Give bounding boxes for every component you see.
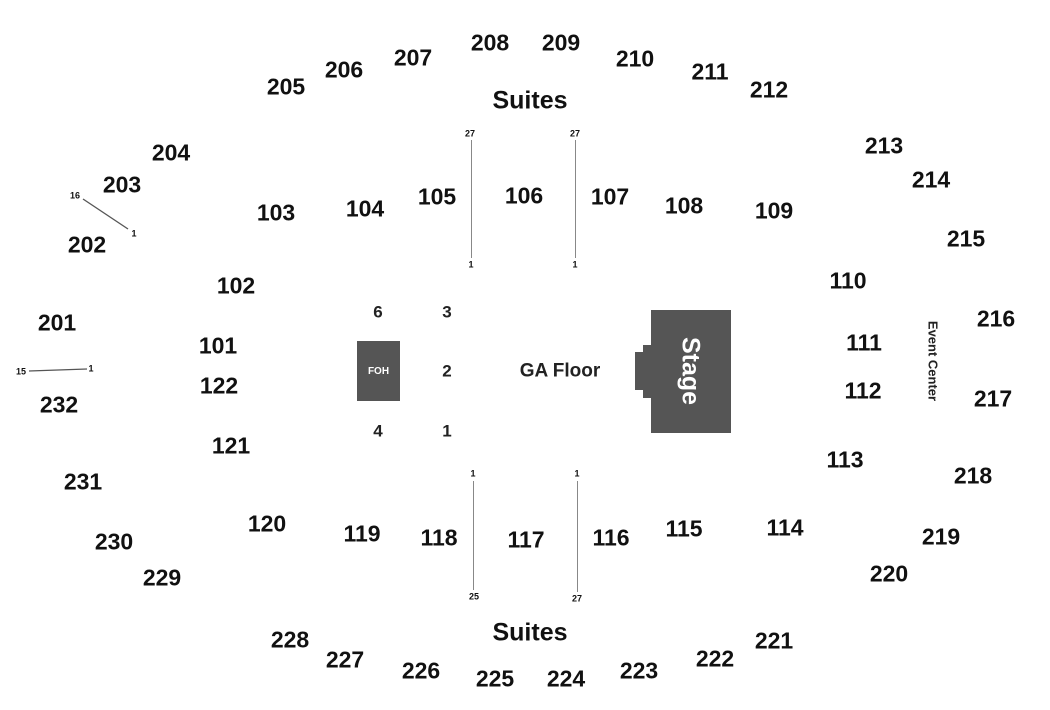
section-227[interactable]: 227 — [325, 646, 365, 673]
pit-4[interactable]: 4 — [373, 421, 383, 441]
section-218[interactable]: 218 — [953, 462, 993, 489]
section-105[interactable]: 105 — [417, 183, 457, 210]
divider-bottom-right — [577, 481, 578, 592]
section-108[interactable]: 108 — [664, 192, 704, 219]
section-212[interactable]: 212 — [749, 76, 789, 103]
section-205[interactable]: 205 — [266, 73, 306, 100]
section-224[interactable]: 224 — [546, 665, 586, 692]
section-206[interactable]: 206 — [324, 56, 364, 83]
section-202[interactable]: 202 — [67, 231, 107, 258]
section-109[interactable]: 109 — [754, 197, 794, 224]
section-201[interactable]: 201 — [37, 309, 77, 336]
section-210[interactable]: 210 — [615, 45, 655, 72]
section-216[interactable]: 216 — [976, 305, 1016, 332]
row-label: 1 — [468, 259, 474, 270]
section-116[interactable]: 116 — [592, 524, 630, 551]
section-228[interactable]: 228 — [270, 626, 310, 653]
foh-label: FOH — [367, 365, 390, 377]
section-231[interactable]: 231 — [63, 468, 103, 495]
section-112[interactable]: 112 — [844, 377, 882, 404]
section-211[interactable]: 211 — [691, 58, 729, 85]
section-113[interactable]: 113 — [826, 446, 864, 473]
divider-top-right — [575, 140, 576, 258]
section-101[interactable]: 101 — [198, 332, 238, 359]
divider-bottom-left — [473, 481, 474, 590]
section-209[interactable]: 209 — [541, 29, 581, 56]
row-label: 27 — [464, 128, 476, 139]
section-220[interactable]: 220 — [869, 560, 909, 587]
section-226[interactable]: 226 — [401, 657, 441, 684]
section-103[interactable]: 103 — [256, 199, 296, 226]
section-221[interactable]: 221 — [754, 627, 794, 654]
section-219[interactable]: 219 — [921, 523, 961, 550]
section-114[interactable]: 114 — [766, 514, 804, 541]
ga-floor-label[interactable]: GA Floor — [519, 360, 601, 382]
row-label: 1 — [572, 259, 578, 270]
section-215[interactable]: 215 — [946, 225, 986, 252]
section-225[interactable]: 225 — [475, 665, 515, 692]
stage-thrust-outer — [635, 352, 644, 390]
section-120[interactable]: 120 — [247, 510, 287, 537]
pit-1[interactable]: 1 — [442, 421, 452, 441]
section-203[interactable]: 203 — [102, 171, 142, 198]
row-label: 27 — [571, 593, 583, 604]
row-label: 1 — [131, 228, 137, 239]
foh-box: FOH — [357, 341, 400, 401]
row-label: 16 — [69, 190, 81, 201]
row-line-203 — [82, 198, 129, 230]
section-230[interactable]: 230 — [94, 528, 134, 555]
section-104[interactable]: 104 — [345, 195, 385, 222]
row-label: 1 — [88, 363, 94, 374]
row-label: 1 — [470, 468, 476, 479]
stage[interactable] — [651, 310, 731, 433]
row-label: 15 — [15, 366, 27, 377]
stage-thrust-inner — [643, 345, 652, 398]
section-107[interactable]: 107 — [590, 183, 630, 210]
row-line-201 — [28, 368, 88, 372]
section-208[interactable]: 208 — [470, 29, 510, 56]
row-label: 1 — [574, 468, 580, 479]
section-232[interactable]: 232 — [39, 391, 79, 418]
section-222[interactable]: 222 — [695, 645, 735, 672]
pit-6[interactable]: 6 — [373, 302, 383, 322]
section-115[interactable]: 115 — [665, 515, 703, 542]
suites-top-label[interactable]: Suites — [492, 86, 568, 115]
row-label: 25 — [468, 591, 480, 602]
section-122[interactable]: 122 — [199, 372, 239, 399]
section-229[interactable]: 229 — [142, 564, 182, 591]
section-106[interactable]: 106 — [504, 182, 544, 209]
section-119[interactable]: 119 — [343, 520, 381, 547]
section-213[interactable]: 213 — [864, 132, 904, 159]
section-207[interactable]: 207 — [393, 44, 433, 71]
section-110[interactable]: 110 — [829, 267, 867, 294]
pit-2[interactable]: 2 — [442, 361, 452, 381]
section-118[interactable]: 118 — [420, 524, 458, 551]
suites-bottom-label[interactable]: Suites — [492, 618, 568, 647]
pit-3[interactable]: 3 — [442, 302, 452, 322]
section-102[interactable]: 102 — [216, 272, 256, 299]
section-217[interactable]: 217 — [973, 385, 1013, 412]
section-204[interactable]: 204 — [151, 139, 191, 166]
section-223[interactable]: 223 — [619, 657, 659, 684]
section-111[interactable]: 111 — [846, 329, 882, 356]
section-214[interactable]: 214 — [911, 166, 951, 193]
section-121[interactable]: 121 — [211, 432, 251, 459]
divider-top-left — [471, 140, 472, 258]
row-label: 27 — [569, 128, 581, 139]
section-117[interactable]: 117 — [507, 526, 545, 553]
